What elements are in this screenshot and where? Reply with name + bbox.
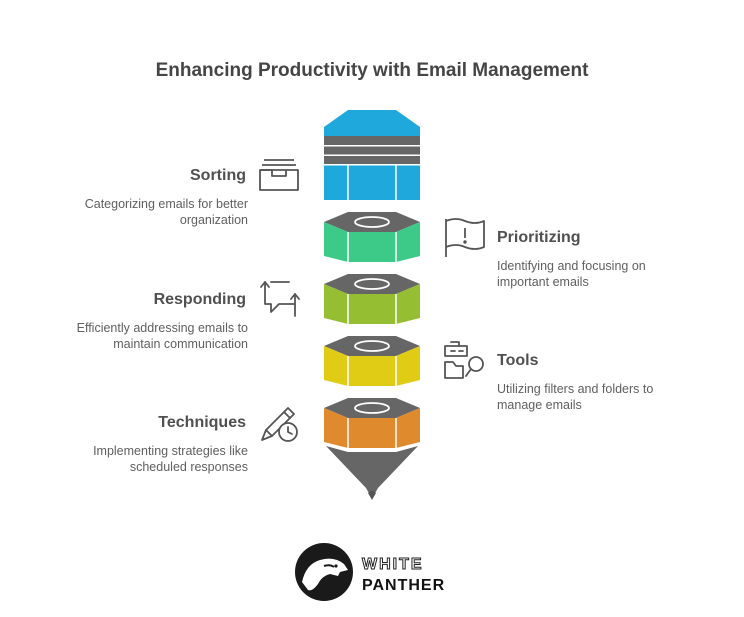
chat-arrows-icon bbox=[260, 281, 300, 317]
step-prioritizing-heading: Prioritizing bbox=[497, 229, 581, 246]
pencil-stack-diagram bbox=[324, 110, 420, 500]
segment-responding bbox=[324, 274, 420, 324]
step-techniques-description: Implementing strategies like scheduled r… bbox=[93, 444, 248, 474]
step-sorting-heading: Sorting bbox=[190, 167, 246, 184]
segment-sorting-body bbox=[324, 165, 420, 200]
step-responding-description: Efficiently addressing emails to maintai… bbox=[76, 321, 248, 351]
segment-sorting-top bbox=[324, 110, 420, 137]
logo-text-panther: PANTHER bbox=[362, 577, 446, 594]
step-techniques-heading: Techniques bbox=[158, 414, 246, 431]
segment-tools bbox=[324, 336, 420, 386]
white-panther-logo-icon bbox=[295, 543, 353, 601]
segment-sorting-band-3 bbox=[324, 156, 420, 164]
inbox-tray-icon bbox=[259, 159, 299, 191]
flag-exclamation-icon bbox=[445, 218, 485, 257]
pencil-clock-icon bbox=[261, 407, 298, 442]
folder-search-icon bbox=[444, 341, 484, 379]
step-tools-heading: Tools bbox=[497, 352, 539, 369]
pencil-tip bbox=[326, 446, 418, 500]
segment-prioritizing bbox=[324, 212, 420, 262]
segment-techniques bbox=[324, 398, 420, 448]
segment-sorting-band-2 bbox=[324, 146, 420, 155]
step-prioritizing-description: Identifying and focusing on important em… bbox=[497, 259, 646, 289]
step-sorting-description: Categorizing emails for better organizat… bbox=[84, 197, 248, 227]
step-responding-heading: Responding bbox=[153, 291, 246, 308]
step-tools-description: Utilizing filters and folders to manage … bbox=[497, 382, 654, 412]
logo-text-white: WHITE bbox=[362, 556, 424, 574]
diagram-title: Enhancing Productivity with Email Manage… bbox=[155, 60, 589, 81]
segment-sorting bbox=[324, 110, 420, 200]
segment-sorting-band-1 bbox=[324, 136, 420, 145]
